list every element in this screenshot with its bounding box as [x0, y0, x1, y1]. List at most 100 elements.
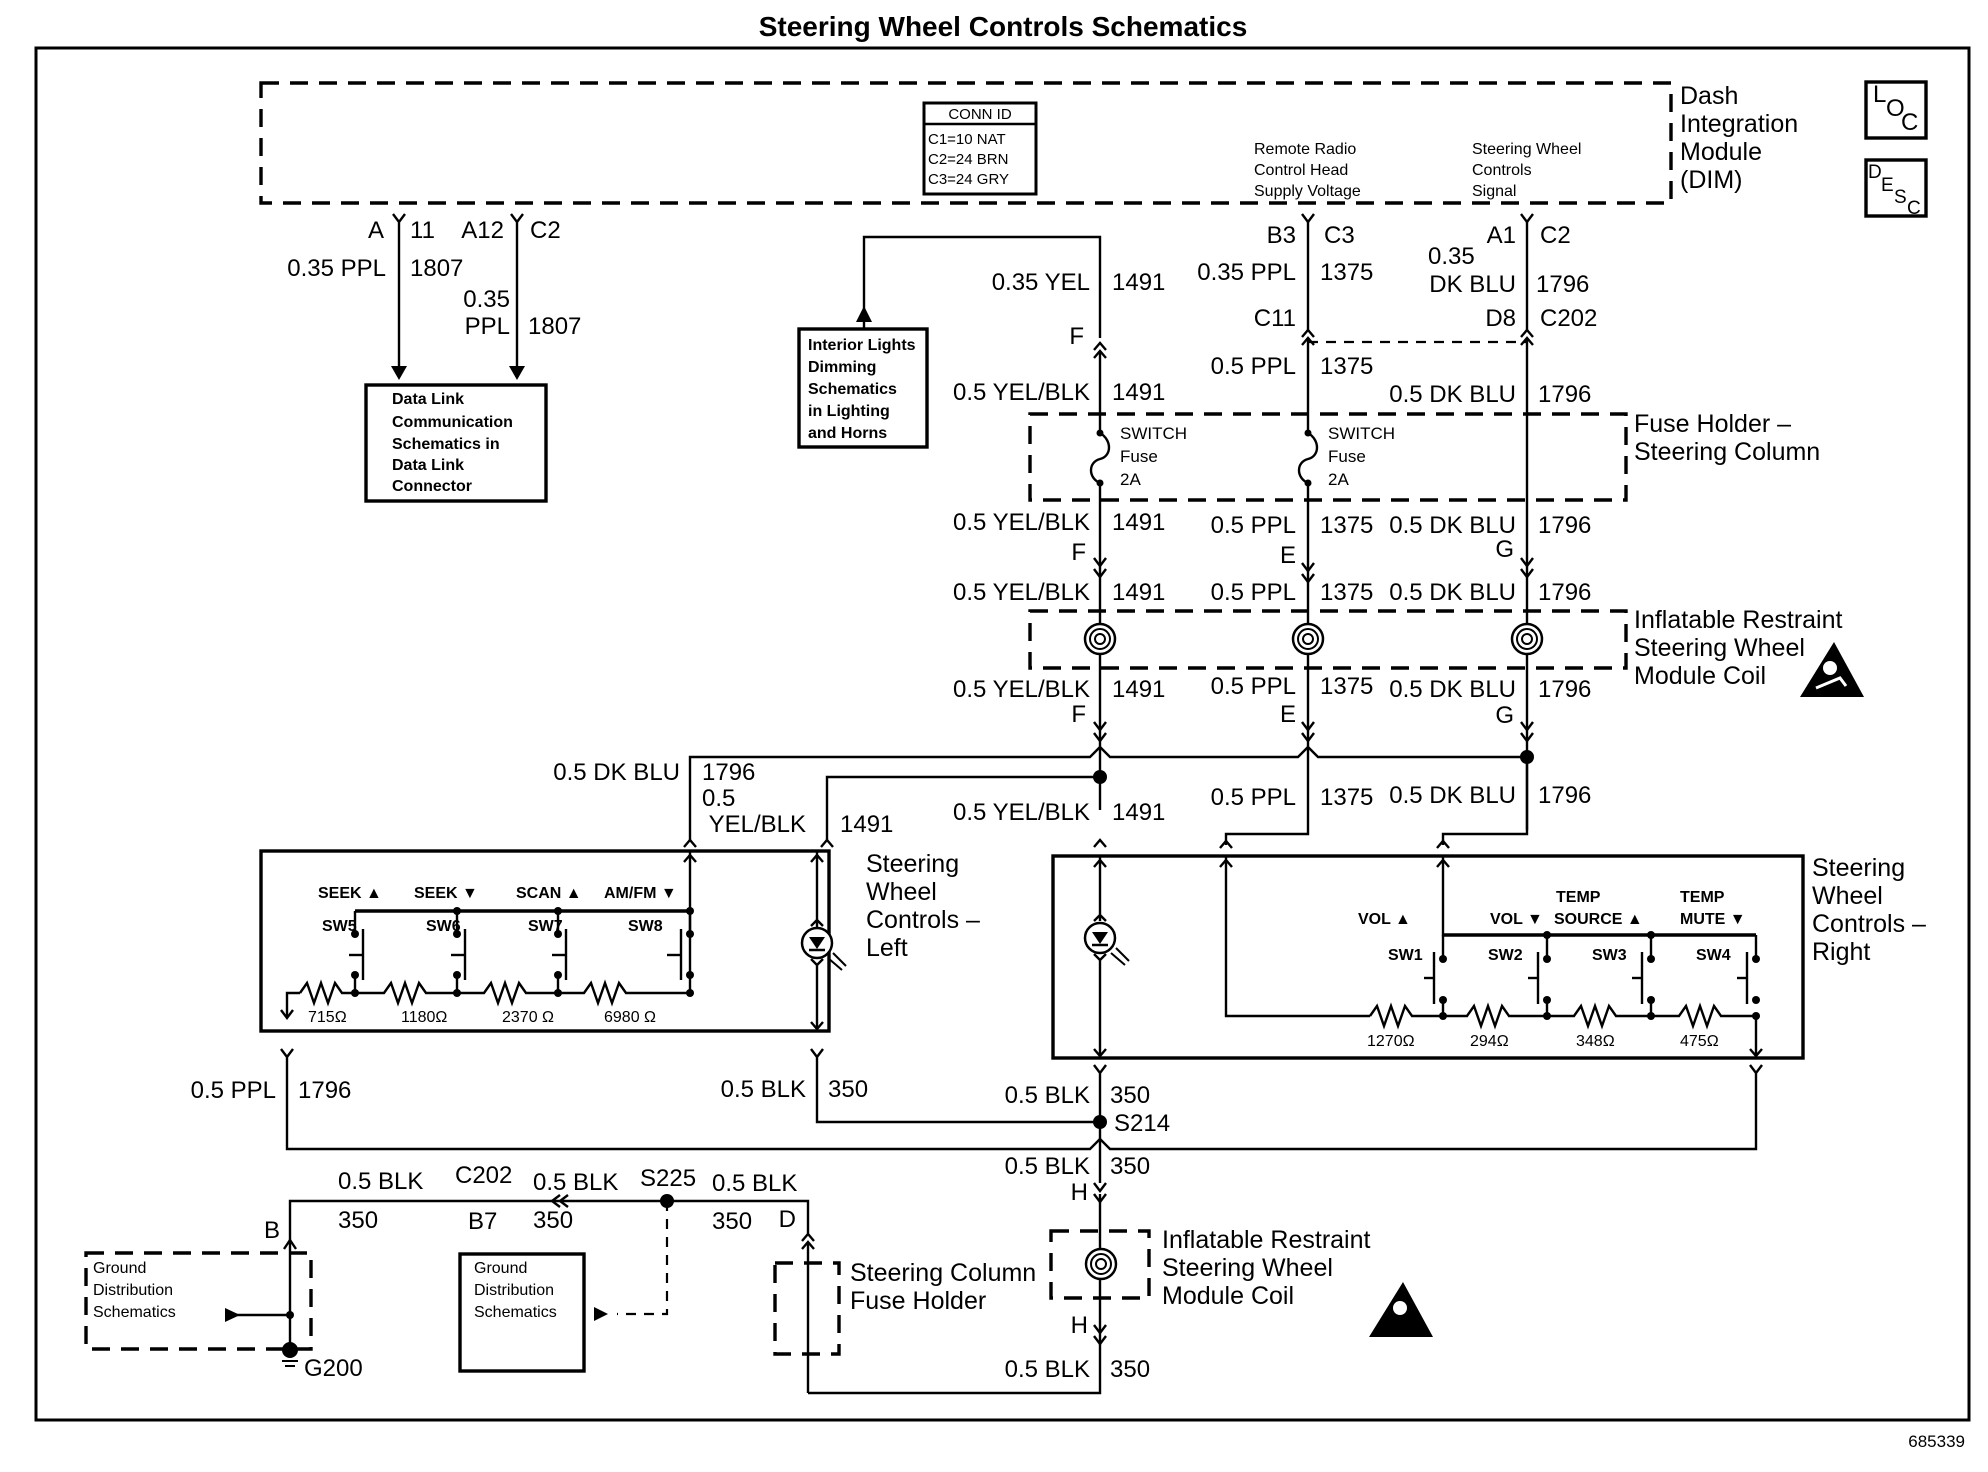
svg-text:0.35: 0.35 — [463, 286, 510, 313]
data-link-box[interactable]: Data Link Communication Schematics in Da… — [364, 383, 548, 503]
svg-text:Steering: Steering — [866, 850, 959, 878]
svg-text:0.5 DK BLU: 0.5 DK BLU — [1389, 676, 1516, 703]
svg-text:348Ω: 348Ω — [1576, 1033, 1615, 1050]
svg-text:TEMP: TEMP — [1556, 889, 1601, 906]
fuse-1491[interactable]: SWITCH Fuse 2A — [1089, 420, 1187, 496]
svg-text:A12: A12 — [461, 217, 504, 244]
svg-text:C202: C202 — [455, 1162, 512, 1189]
switch-sw4[interactable]: TEMP MUTE ▼ SW4 475Ω — [1680, 889, 1760, 1050]
svg-text:Connector: Connector — [392, 478, 472, 495]
svg-text:Wheel: Wheel — [1812, 882, 1883, 910]
switch-sw3[interactable]: TEMP SOURCE ▲ SW3 348Ω — [1554, 889, 1655, 1050]
svg-text:350: 350 — [338, 1207, 378, 1234]
svg-text:Schematics in: Schematics in — [392, 436, 500, 453]
svg-text:1375: 1375 — [1320, 259, 1373, 286]
svg-text:350: 350 — [712, 1208, 752, 1235]
switch-sw5[interactable]: SEEK ▲ SW5 715Ω — [308, 885, 382, 1026]
svg-text:1375: 1375 — [1320, 579, 1373, 606]
svg-text:S225: S225 — [640, 1165, 696, 1192]
steering-column-fuse-holder: Steering Column Fuse Holder D — [666, 1199, 1102, 1395]
svg-text:0.5 BLK: 0.5 BLK — [533, 1169, 618, 1196]
svg-text:Integration: Integration — [1680, 110, 1798, 138]
svg-text:F: F — [1071, 701, 1086, 728]
switch-sw1[interactable]: VOL ▲ SW1 1270Ω — [1358, 911, 1447, 1050]
svg-text:Steering Column: Steering Column — [1634, 438, 1820, 466]
svg-text:C3=24 GRY: C3=24 GRY — [928, 171, 1009, 188]
svg-text:Supply Voltage: Supply Voltage — [1254, 183, 1361, 200]
svg-text:1375: 1375 — [1320, 673, 1373, 700]
svg-text:PPL: PPL — [465, 313, 510, 340]
svg-text:D: D — [779, 1206, 796, 1233]
svg-text:G: G — [1495, 536, 1514, 563]
svg-text:C1=10 NAT: C1=10 NAT — [928, 131, 1006, 148]
switch-sw7[interactable]: SCAN ▲ SW7 2370 Ω — [502, 885, 582, 1026]
wire-1807-b: A12 C2 0.35 PPL 1807 — [461, 213, 581, 380]
svg-text:SW1: SW1 — [1388, 947, 1423, 964]
svg-text:Ground: Ground — [93, 1260, 146, 1277]
svg-text:1375: 1375 — [1320, 784, 1373, 811]
svg-text:0.35 PPL: 0.35 PPL — [287, 255, 386, 282]
steering-wheel-controls-left: Steering Wheel Controls – Left — [259, 849, 980, 1033]
svg-text:Schematics: Schematics — [474, 1304, 557, 1321]
svg-text:SW6: SW6 — [426, 918, 461, 935]
svg-text:SW3: SW3 — [1592, 947, 1627, 964]
svg-text:E: E — [1280, 542, 1296, 569]
svg-text:Dash: Dash — [1680, 82, 1738, 110]
switch-sw6[interactable]: SEEK ▼ SW6 1180Ω — [401, 885, 478, 1026]
svg-text:VOL ▼: VOL ▼ — [1490, 911, 1543, 928]
svg-text:C11: C11 — [1254, 305, 1296, 332]
coil-icon-g — [1510, 622, 1544, 656]
svg-text:0.5 DK BLU: 0.5 DK BLU — [1389, 782, 1516, 809]
svg-text:6980 Ω: 6980 Ω — [604, 1009, 656, 1026]
mid-distribution-wires: 0.5 DK BLU 1796 0.5 YEL/BLK 1491 0.5 YEL… — [553, 745, 1591, 849]
svg-text:Controls: Controls — [1472, 162, 1532, 179]
svg-text:0.5 PPL: 0.5 PPL — [1211, 353, 1296, 380]
svg-text:0.5 BLK: 0.5 BLK — [1005, 1356, 1090, 1383]
ground-distribution-box-left[interactable]: Ground Distribution Schematics G200 — [84, 1237, 363, 1382]
svg-text:SW2: SW2 — [1488, 947, 1523, 964]
svg-text:1491: 1491 — [1112, 676, 1165, 703]
svg-text:SW8: SW8 — [628, 918, 663, 935]
fuse-1375[interactable]: SWITCH Fuse 2A — [1297, 420, 1395, 496]
wire-1375-column: B3 C3 0.35 PPL 1375 C11 0.5 PPL 1375 0.5… — [1197, 213, 1373, 757]
ground-distribution-box-center[interactable]: Ground Distribution Schematics — [458, 1252, 586, 1373]
svg-text:B: B — [264, 1217, 280, 1244]
location-icon[interactable]: L O C — [1864, 80, 1928, 140]
swc-signal-label: Steering Wheel Controls Signal — [1472, 141, 1581, 200]
svg-text:1491: 1491 — [1112, 269, 1165, 296]
conn-id-table: CONN ID C1=10 NAT C2=24 BRN C3=24 GRY — [922, 101, 1038, 196]
ground-g200-icon — [282, 1342, 298, 1358]
svg-text:0.35 PPL: 0.35 PPL — [1197, 259, 1296, 286]
svg-text:E: E — [1881, 175, 1894, 196]
svg-text:Inflatable Restraint: Inflatable Restraint — [1634, 606, 1843, 634]
svg-text:2A: 2A — [1120, 470, 1141, 489]
svg-text:D8: D8 — [1485, 305, 1516, 332]
svg-text:1796: 1796 — [1538, 676, 1591, 703]
svg-text:Remote Radio: Remote Radio — [1254, 141, 1356, 158]
figure-id: 685339 — [1908, 1432, 1965, 1451]
svg-text:C2: C2 — [530, 217, 561, 244]
remote-radio-label: Remote Radio Control Head Supply Voltage — [1254, 141, 1361, 200]
interior-lights-box[interactable]: Interior Lights Dimming Schematics in Li… — [797, 235, 1102, 449]
svg-text:Steering Wheel: Steering Wheel — [1634, 634, 1805, 662]
description-icon[interactable]: D E S C — [1864, 158, 1928, 219]
switch-sw2[interactable]: VOL ▼ SW2 294Ω — [1470, 911, 1551, 1050]
svg-text:Dimming: Dimming — [808, 359, 876, 376]
svg-text:0.5 PPL: 0.5 PPL — [1211, 579, 1296, 606]
svg-text:Controls –: Controls – — [866, 906, 980, 934]
svg-text:1796: 1796 — [1538, 512, 1591, 539]
svg-text:D: D — [1868, 162, 1882, 183]
svg-text:Data Link: Data Link — [392, 457, 464, 474]
svg-text:Fuse Holder: Fuse Holder — [850, 1287, 986, 1315]
svg-text:F: F — [1069, 323, 1084, 350]
svg-text:C3: C3 — [1324, 222, 1355, 249]
svg-text:AM/FM ▼: AM/FM ▼ — [604, 885, 677, 902]
svg-text:Steering Wheel: Steering Wheel — [1472, 141, 1581, 158]
led-left-icon — [800, 851, 847, 1031]
svg-text:1807: 1807 — [528, 313, 581, 340]
led-right-icon — [1083, 856, 1130, 1058]
svg-text:Fuse Holder –: Fuse Holder – — [1634, 410, 1791, 438]
switch-sw8[interactable]: AM/FM ▼ SW8 6980 Ω — [604, 885, 694, 1026]
svg-text:G200: G200 — [304, 1355, 363, 1382]
